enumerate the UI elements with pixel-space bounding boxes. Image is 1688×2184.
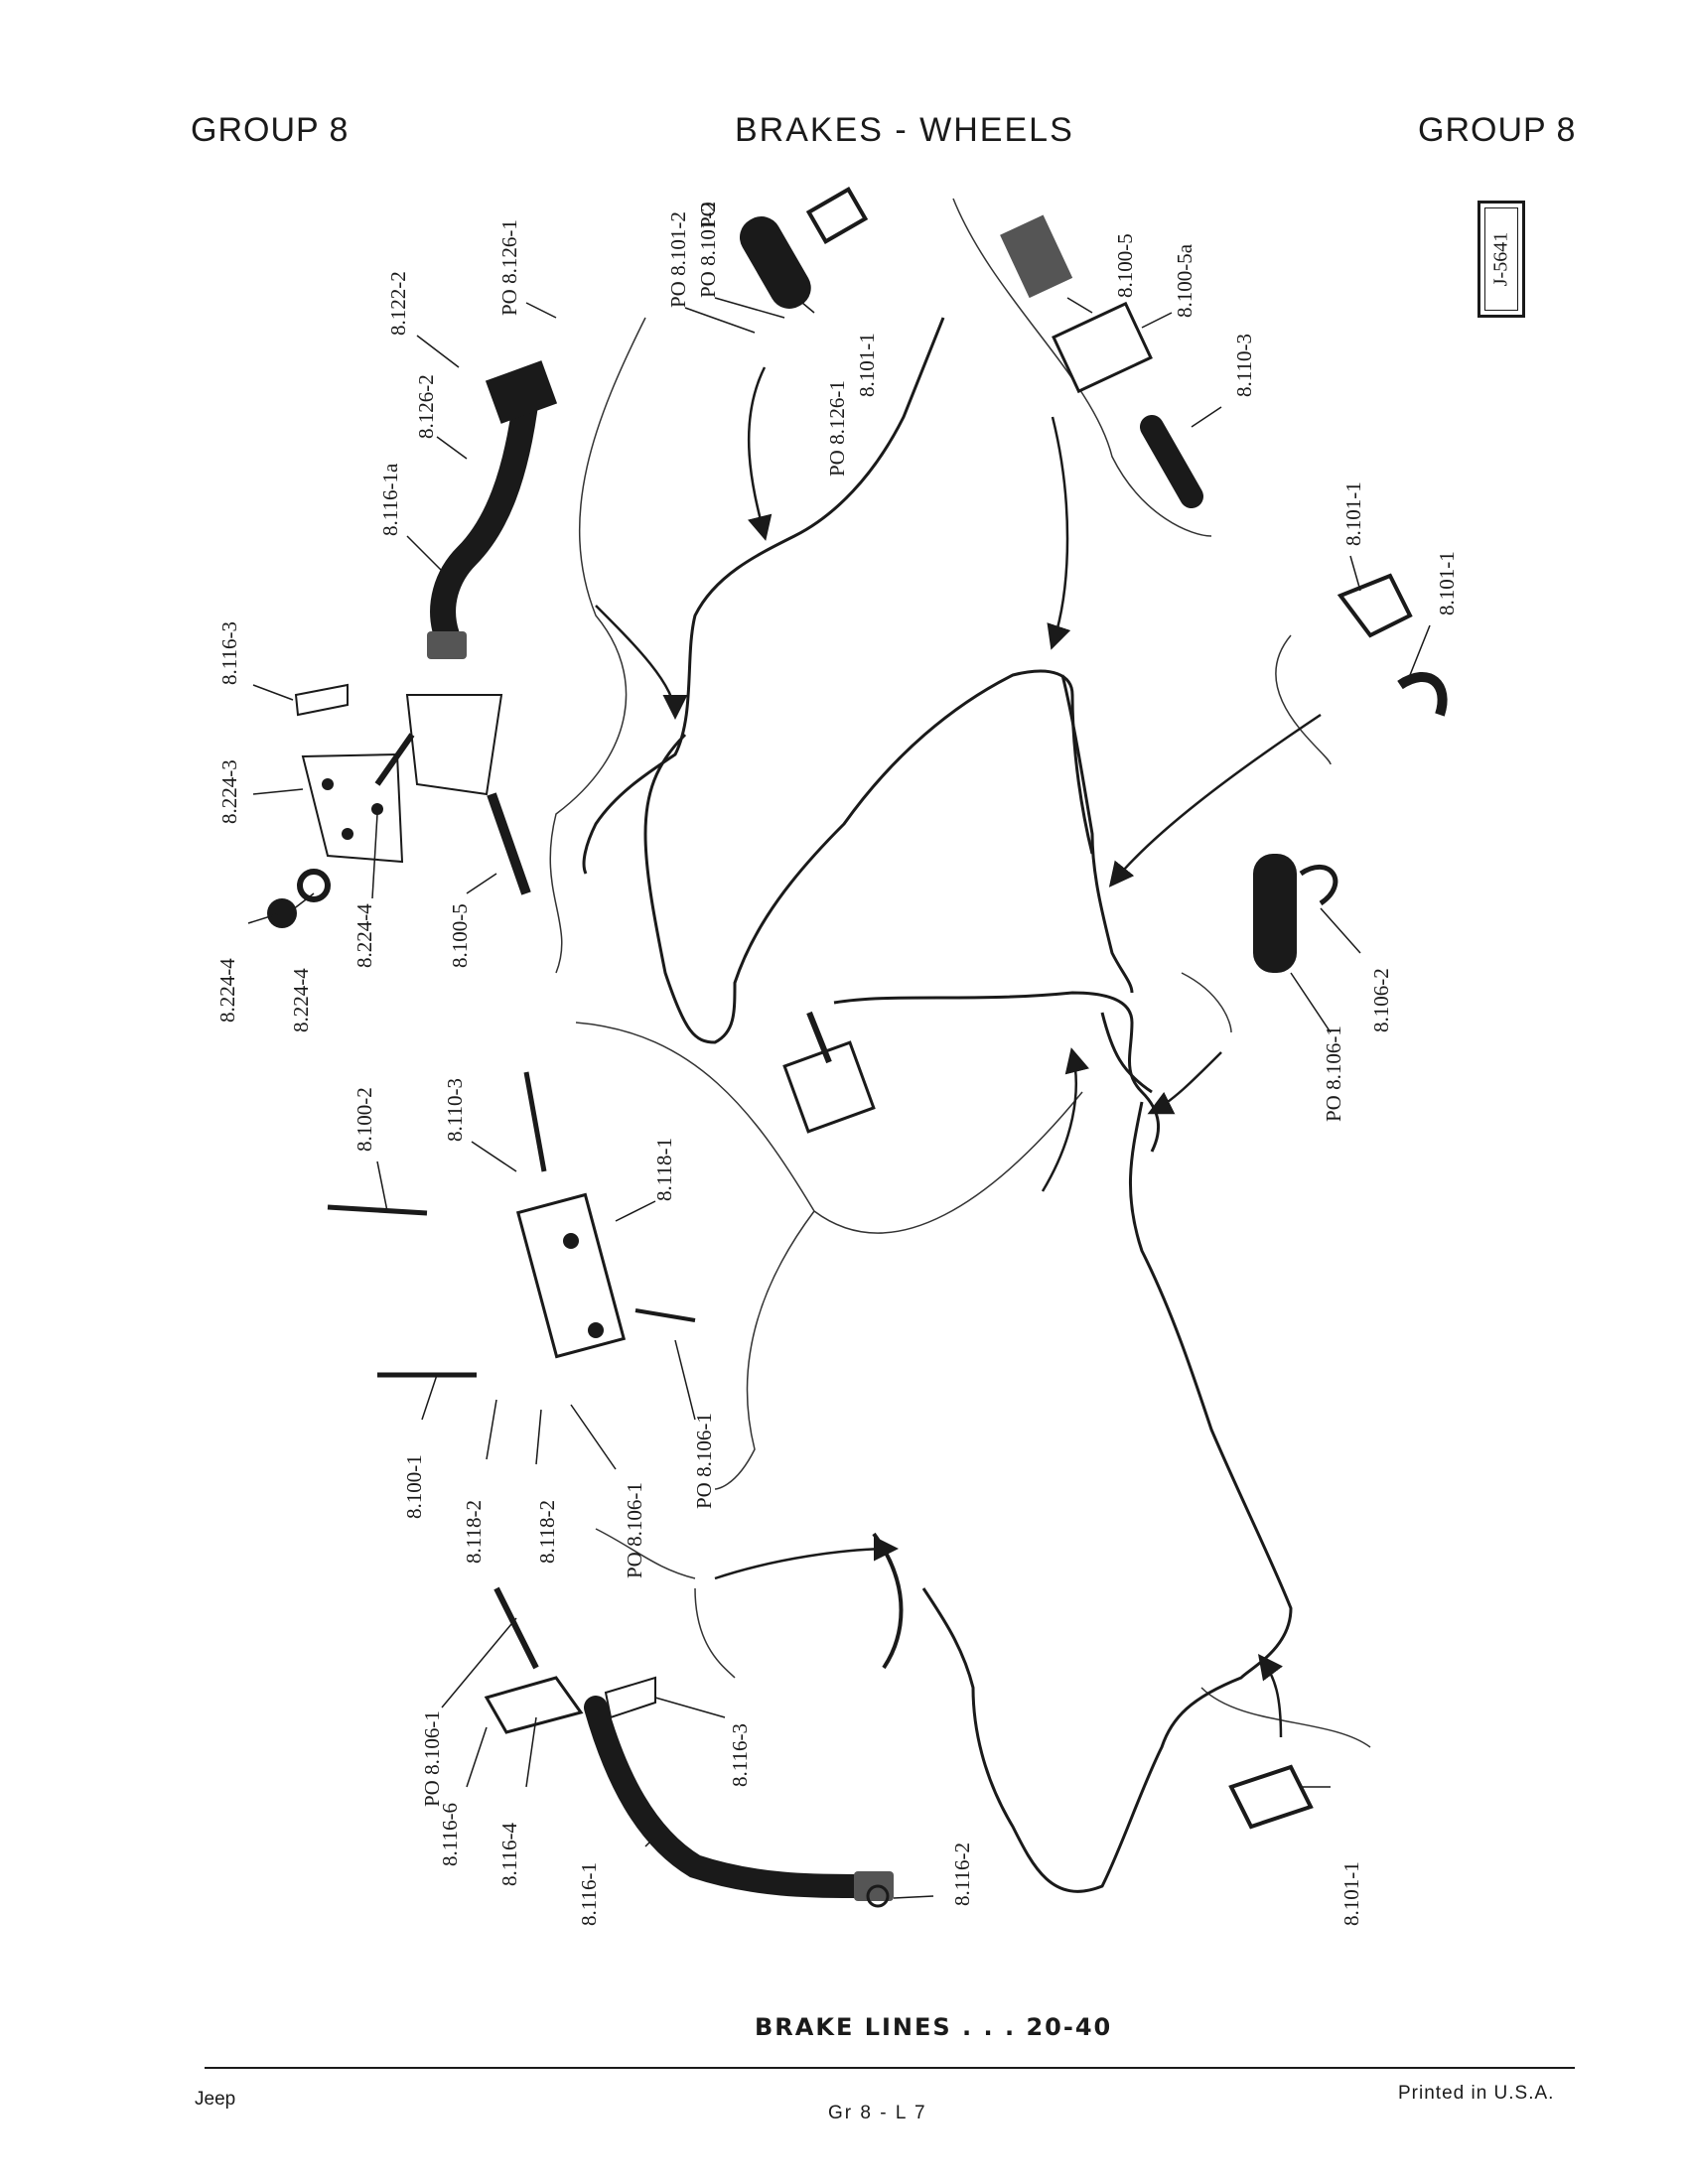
callout-label: PO 8.106-1 xyxy=(623,1482,646,1578)
callout-label: PO 8.101-2 xyxy=(696,202,720,298)
hose-end-fitting xyxy=(427,631,467,659)
callout-labels: 8.122-2 PO 8.126-1 8.126-2 8.116-1a PO 8… xyxy=(215,202,1459,1926)
upper-sleeve xyxy=(740,216,811,309)
tube-stub xyxy=(1140,415,1203,508)
lower-tube-clip xyxy=(1228,1764,1314,1830)
lower-bolt xyxy=(493,1586,539,1670)
callout-label: 8.118-1 xyxy=(652,1138,676,1201)
upper-brake-hose xyxy=(430,384,539,648)
callout-label: 8.122-2 xyxy=(386,271,410,336)
mounting-bracket xyxy=(405,694,503,796)
tube-clip xyxy=(1336,573,1413,638)
callout-label: 8.100-2 xyxy=(352,1087,376,1152)
callout-label: 8.116-3 xyxy=(217,621,241,685)
page-title: BRAKES - WHEELS xyxy=(735,111,1074,149)
callout-label: 8.224-3 xyxy=(217,759,241,824)
hex-nut xyxy=(267,898,297,928)
callout-label: PO 8.106-1 xyxy=(420,1710,444,1807)
printed-notice: Printed in U.S.A. xyxy=(1398,2083,1555,2104)
tube-bolt xyxy=(327,1204,428,1216)
callout-label: 8.106-2 xyxy=(1369,968,1393,1032)
figure-id-inner-border xyxy=(1484,207,1518,311)
rear-tee-tube xyxy=(872,1532,904,1670)
callout-label: 8.100-5 xyxy=(448,903,472,968)
callout-label: 8.116-2 xyxy=(950,1843,974,1906)
figure-caption: BRAKE LINES . . . 20-40 xyxy=(755,2013,1113,2041)
tube-nut xyxy=(1052,301,1153,394)
hose-lead xyxy=(634,1308,696,1322)
callout-label: 8.116-4 xyxy=(497,1823,521,1886)
callout-label: PO 8.126-1 xyxy=(825,380,849,477)
hose-fitting-block xyxy=(485,360,558,424)
tube-clip xyxy=(1397,672,1448,717)
upper-clamp xyxy=(805,187,869,244)
callout-label: 8.116-1 xyxy=(577,1862,601,1926)
brake-tubing xyxy=(582,317,1293,1893)
callout-label: PO 8.126-1 xyxy=(497,219,521,316)
footer-brand: Jeep xyxy=(195,2089,236,2110)
callout-label: 8.110-3 xyxy=(443,1078,467,1142)
contour-lines xyxy=(549,198,1371,1748)
lower-brake-hose xyxy=(584,1696,866,1898)
callout-label: PO 8.106-1 xyxy=(692,1413,716,1509)
footer-rule xyxy=(205,2067,1575,2069)
pointer-arrows xyxy=(595,366,1322,1738)
connector-fitting xyxy=(1000,214,1073,299)
bracket-bolt xyxy=(374,733,415,786)
callout-label: 8.101-1 xyxy=(1341,481,1365,546)
distribution-block xyxy=(515,1192,627,1359)
callout-label: 8.118-2 xyxy=(535,1500,559,1564)
lower-right-sleeve xyxy=(1253,854,1297,973)
callout-label: 8.101-1 xyxy=(855,333,879,397)
page-number: Gr 8 - L 7 xyxy=(828,2103,927,2123)
group-label-right: GROUP 8 xyxy=(1418,111,1577,149)
figure-id-box: J-5641 xyxy=(1477,201,1525,318)
components xyxy=(267,187,1448,1908)
callout-label: 8.110-3 xyxy=(1232,334,1256,397)
copper-gasket xyxy=(866,1884,890,1908)
callout-label: 8.100-1 xyxy=(402,1454,426,1519)
callout-label: 8.100-5a xyxy=(1173,243,1196,318)
sleeve-clip xyxy=(1299,865,1338,906)
callout-label: 8.101-1 xyxy=(1435,551,1459,615)
group-label-left: GROUP 8 xyxy=(191,111,350,149)
combination-valve xyxy=(782,1040,876,1134)
callout-label: PO 8.106-1 xyxy=(1322,1025,1345,1122)
callout-label: 8.118-2 xyxy=(462,1500,486,1564)
leader-lines xyxy=(247,287,1431,1899)
callout-label: PO 8.101-2 xyxy=(666,211,690,308)
valve-stem xyxy=(806,1011,832,1064)
callout-label: 8.224-4 xyxy=(289,968,313,1032)
block-port xyxy=(563,1233,579,1249)
retaining-clip xyxy=(294,683,349,717)
bracket-hole xyxy=(342,828,353,840)
block-port xyxy=(588,1322,604,1338)
callout-label: 8.116-1a xyxy=(378,463,402,536)
callout-label: 8.100-5 xyxy=(1113,233,1137,298)
lower-bracket xyxy=(484,1676,584,1734)
bleeder-fitting xyxy=(487,792,531,895)
bracket-hole xyxy=(371,803,383,815)
bracket-hole xyxy=(322,778,334,790)
callout-label: 8.126-2 xyxy=(414,374,438,439)
callout-label: 8.116-3 xyxy=(728,1723,752,1787)
callout-label: PO xyxy=(696,202,720,228)
callout-label: 8.101-1 xyxy=(1339,1861,1363,1926)
callout-label: 8.116-6 xyxy=(438,1803,462,1866)
fitting-bolt xyxy=(523,1071,547,1172)
mounting-bracket-plate xyxy=(301,752,404,864)
callout-label: 8.224-4 xyxy=(352,903,376,968)
lock-washer xyxy=(297,869,331,902)
callout-label: 8.224-4 xyxy=(215,958,239,1023)
lower-clip xyxy=(604,1676,656,1719)
